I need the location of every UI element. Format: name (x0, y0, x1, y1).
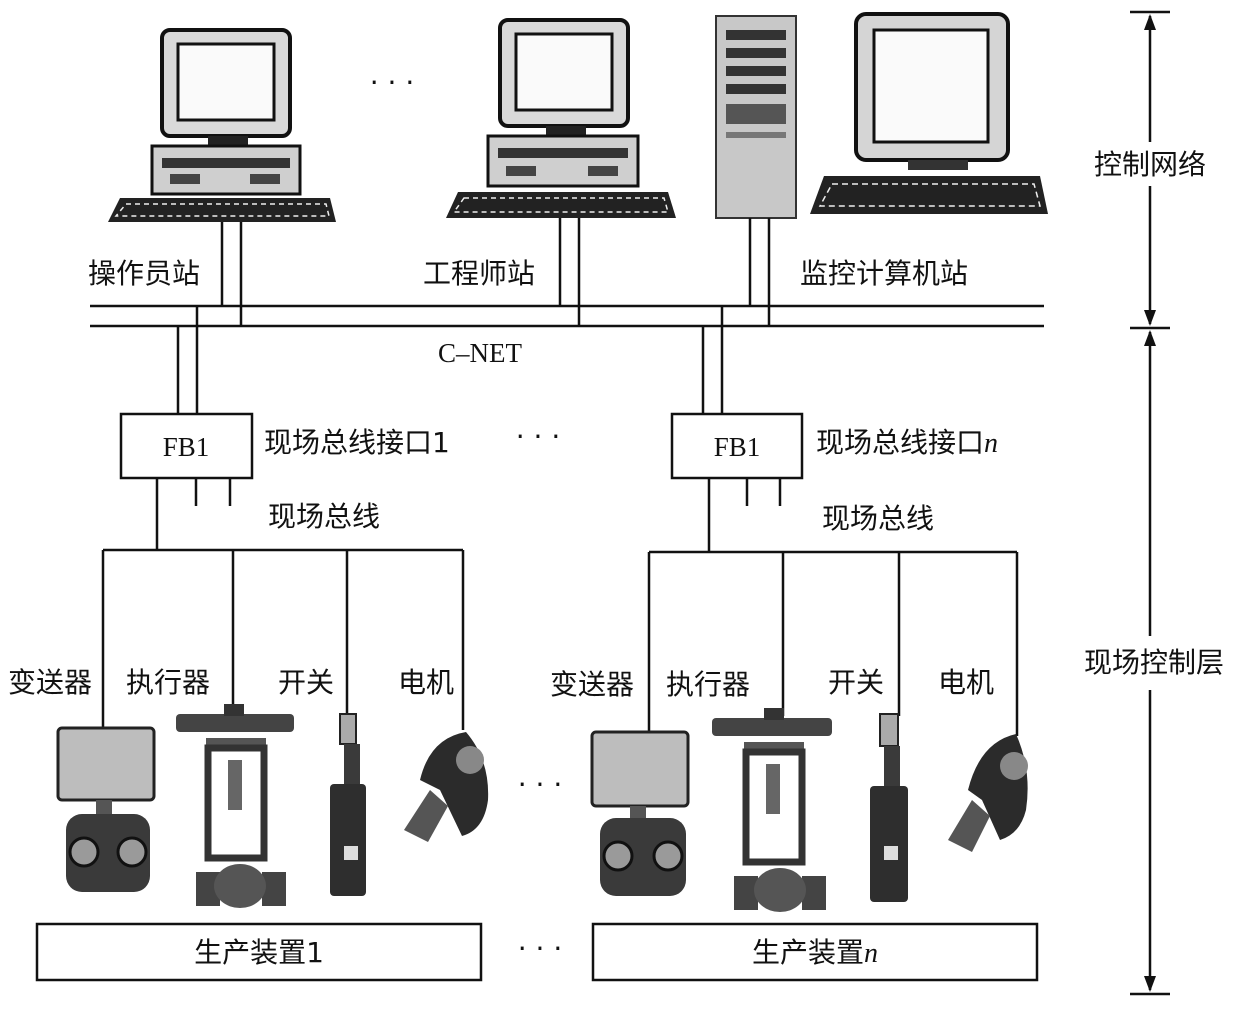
cnet-label: C–NET (438, 338, 523, 368)
fieldbus-interface-1-box (119, 412, 254, 480)
top-ellipsis: · · · (370, 66, 415, 99)
fieldbus-interface-1-name: FB1 (163, 432, 210, 462)
production-unit-n-label: 生产装置n (752, 936, 878, 969)
production-ellipsis: · · · (518, 932, 563, 965)
switch-icon (330, 713, 366, 896)
monitor-icon (810, 12, 1048, 214)
transmitter-icon (590, 730, 690, 896)
control-valve-icon (712, 708, 832, 912)
device-label-actuator-left: 执行器 (126, 666, 210, 699)
layer-label-control-network: 控制网络 (1094, 148, 1206, 181)
device-label-switch-left: 开关 (278, 666, 334, 699)
device-label-switch-right: 开关 (828, 666, 884, 699)
operator-computer-icon (108, 28, 336, 222)
switch-icon (870, 713, 908, 902)
fieldbus-interface-n-name: FB1 (714, 432, 761, 462)
device-label-transmitter-left: 变送器 (8, 666, 92, 699)
transmitter-icon (56, 726, 156, 892)
device-label-motor-right: 电机 (938, 666, 994, 699)
server-tower-icon (715, 15, 797, 219)
fieldbus-label-right: 现场总线 (822, 502, 934, 535)
motor-icon (948, 734, 1028, 852)
fieldbus-interface-n-box (670, 412, 804, 480)
engineer-station-label: 工程师站 (423, 257, 535, 290)
production-unit-n-box (591, 922, 1039, 982)
layer-label-field-control: 现场控制层 (1084, 646, 1224, 679)
fieldbus-label-left: 现场总线 (268, 500, 380, 533)
production-unit-1-label: 生产装置1 (194, 936, 324, 969)
fieldbus-interface-n-caption: 现场总线接口n (816, 426, 998, 459)
production-unit-1-box (35, 922, 483, 982)
operator-station-label: 操作员站 (88, 257, 200, 290)
device-ellipsis: · · · (518, 768, 563, 801)
engineer-computer-icon (446, 18, 676, 218)
motor-icon (404, 732, 489, 842)
interface-ellipsis: · · · (516, 420, 561, 453)
device-label-transmitter-right: 变送器 (550, 668, 634, 701)
control-valve-icon (176, 704, 294, 908)
fieldbus-interface-1-caption: 现场总线接口1 (264, 426, 450, 459)
device-label-actuator-right: 执行器 (666, 668, 750, 701)
device-label-motor-left: 电机 (398, 666, 454, 699)
monitor-station-label: 监控计算机站 (800, 257, 968, 290)
